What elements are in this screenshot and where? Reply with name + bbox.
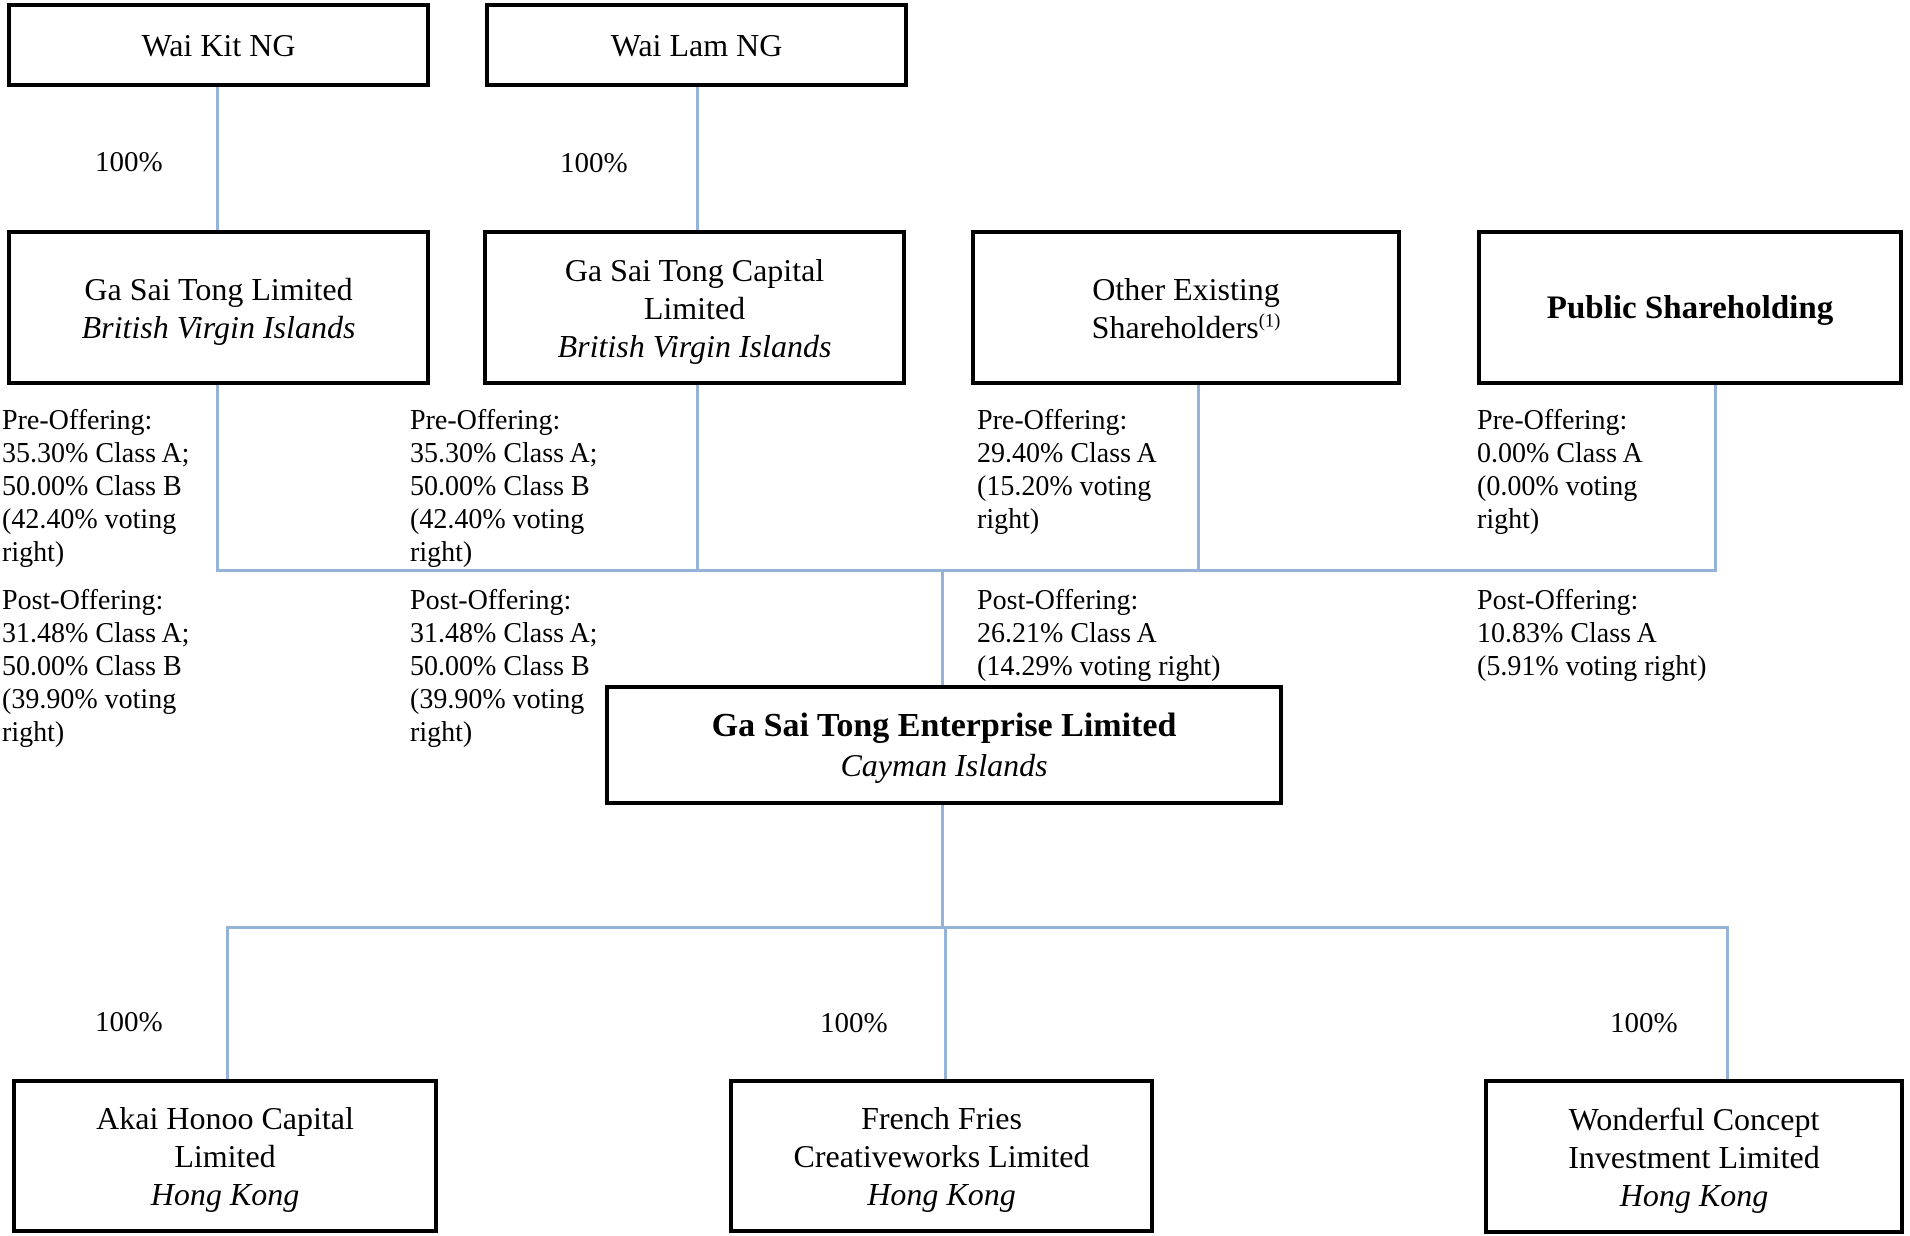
text-line: right) [2,717,65,748]
ownership-percentage-label: 100% [560,147,628,179]
node-jurisdiction: British Virgin Islands [557,327,832,364]
text-line: Post-Offering: [977,585,1139,616]
connector-line [226,926,1729,929]
text-line: (15.20% voting [977,471,1152,502]
text-line: 10.83% Class A [1477,618,1657,649]
connector-line [941,570,944,685]
node-jurisdiction: Hong Kong [150,1176,300,1212]
connector-line [216,385,219,570]
connector-line [216,87,219,230]
node-title-line: Shareholders(1) [1092,308,1281,346]
text-line: (39.90% voting [2,684,177,715]
ownership-percentage-label: 100% [95,146,163,178]
connector-line [226,927,229,1079]
text-line: Post-Offering: [1477,585,1639,616]
text-line: Creativeworks Limited [793,1138,1090,1174]
text-line: Ga Sai Tong Capital [564,251,825,288]
post-offering-note-public: Post-Offering:10.83% Class A(5.91% votin… [1477,584,1706,683]
text-line: Pre-Offering: [2,405,153,436]
ownership-percentage-label: 100% [95,1006,163,1038]
text-line: French Fries [861,1100,1022,1136]
text-line: Pre-Offering: [410,405,561,436]
node-wai-lam-ng: Wai Lam NG [485,3,908,87]
text-line: Limited [643,289,746,326]
connector-line [1726,927,1729,1079]
text-line: Post-Offering: [2,585,164,616]
pre-offering-note-gst-capital: Pre-Offering:35.30% Class A;50.00% Class… [410,404,597,569]
pre-offering-note-other-shareholders: Pre-Offering:29.40% Class A(15.20% votin… [977,404,1157,536]
connector-line [696,385,699,570]
node-ga-sai-tong-limited: Ga Sai Tong Limited British Virgin Islan… [7,230,430,385]
text-line: Ga Sai Tong Limited [84,270,353,307]
text-line: 50.00% Class B [2,471,182,502]
post-offering-note-gst-limited: Post-Offering:31.48% Class A;50.00% Clas… [2,584,189,749]
text-line: Post-Offering: [410,585,572,616]
pre-offering-note-gst-limited: Pre-Offering:35.30% Class A;50.00% Class… [2,404,189,569]
text-line: Investment Limited [1568,1138,1820,1175]
text-line: 35.30% Class A; [410,438,598,469]
node-title-text: Shareholders [1091,308,1259,345]
post-offering-note-gst-capital: Post-Offering:31.48% Class A;50.00% Clas… [410,584,597,749]
text-line: Wai Lam NG [610,27,783,63]
text-line: right) [410,717,473,748]
text-line: right) [977,504,1040,535]
text-line: Wonderful Concept [1568,1100,1820,1137]
node-other-existing-shareholders: Other Existing Shareholders(1) [971,230,1401,385]
node-jurisdiction: Hong Kong [867,1176,1016,1212]
text-line: 31.48% Class A; [2,618,190,649]
post-offering-note-other-shareholders: Post-Offering:26.21% Class A(14.29% voti… [977,584,1220,683]
footnote-marker: (1) [1258,309,1281,331]
node-jurisdiction: British Virgin Islands [81,308,356,345]
connector-line [1714,385,1717,570]
text-line: Pre-Offering: [977,405,1128,436]
text-line: Wai Kit NG [141,27,296,63]
text-line: 0.00% Class A [1477,438,1643,469]
node-title-line: Other Existing [1092,270,1280,307]
connector-line [944,927,947,1079]
text-line: 29.40% Class A [977,438,1157,469]
node-title: Ga Sai Tong Limited [84,270,352,308]
text-line: 31.48% Class A; [410,618,598,649]
text-line: Public Shareholding [1546,289,1834,326]
text-line: 26.21% Class A [977,618,1157,649]
connector-line [696,87,699,230]
text-line: (5.91% voting right) [1477,651,1707,682]
connector-line [216,569,1717,572]
node-jurisdiction: Cayman Islands [840,747,1048,783]
text-line: 50.00% Class B [2,651,182,682]
text-line: Pre-Offering: [1477,405,1628,436]
ownership-percentage-label: 100% [1610,1007,1678,1039]
text-line: (0.00% voting [1477,471,1638,502]
text-line: Akai Honoo Capital [96,1100,354,1136]
text-line: right) [410,537,473,568]
text-line: right) [2,537,65,568]
text-line: (42.40% voting [410,504,585,535]
node-title: Ga Sai Tong Enterprise Limited [711,707,1177,744]
node-ga-sai-tong-enterprise-limited: Ga Sai Tong Enterprise Limited Cayman Is… [605,685,1283,805]
connector-line [941,805,944,927]
text-line: (42.40% voting [2,504,177,535]
text-line: 50.00% Class B [410,651,590,682]
connector-line [1197,385,1200,570]
text-line: (39.90% voting [410,684,585,715]
node-public-shareholding: Public Shareholding [1477,230,1903,385]
text-line: right) [1477,504,1540,535]
ownership-percentage-label: 100% [820,1007,888,1039]
text-line: 35.30% Class A; [2,438,190,469]
node-wai-kit-ng: Wai Kit NG [7,3,430,87]
text-line: 50.00% Class B [410,471,590,502]
node-jurisdiction: Hong Kong [1619,1176,1769,1213]
text-line: Limited [174,1138,276,1174]
text-line: (14.29% voting right) [977,651,1221,682]
